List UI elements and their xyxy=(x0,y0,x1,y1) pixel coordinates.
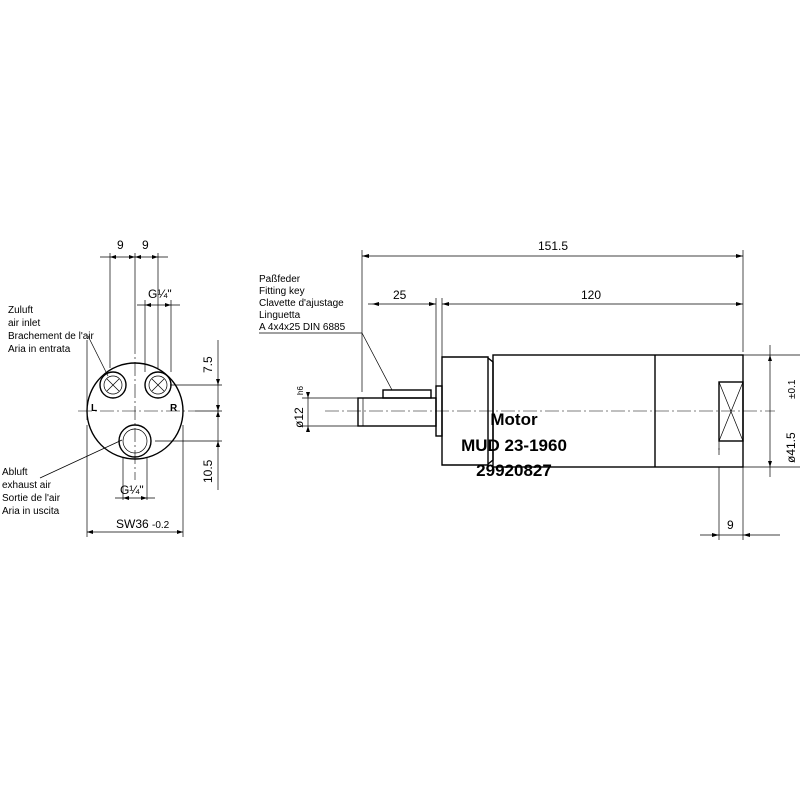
inlet-line-4: Aria in entrata xyxy=(8,344,71,355)
dim-thread-bottom: G¼" xyxy=(115,457,155,500)
key-line-4: Linguetta xyxy=(259,310,301,321)
thread-top: G¼" xyxy=(148,287,172,301)
output-shaft xyxy=(357,397,437,427)
side-view: 151.5 25 120 9 xyxy=(259,239,800,540)
rear-hex-socket xyxy=(718,381,744,442)
exhaust-line-2: exhaust air xyxy=(2,480,52,491)
inlet-line-2: air inlet xyxy=(8,318,40,329)
dim-wrench: SW36 -0.2 xyxy=(86,340,184,537)
label-l: L xyxy=(91,403,97,414)
key-line-5: A 4x4x25 DIN 6885 xyxy=(259,322,346,333)
inlet-line-1: Zuluft xyxy=(8,305,33,316)
port-right xyxy=(144,371,172,399)
dim-total-length: 151.5 xyxy=(361,239,744,392)
exhaust-line-1: Abluft xyxy=(2,467,28,478)
dim-7-5: 7.5 xyxy=(201,356,215,373)
key-line-1: Paßfeder xyxy=(259,274,301,285)
dim-body-diameter: ø41.5 ±0.1 xyxy=(743,345,800,477)
dim-9-9: 9 9 xyxy=(100,238,168,368)
dim-25: 25 xyxy=(393,288,407,302)
dim-10-5: 10.5 xyxy=(201,459,215,483)
dim-vertical: 7.5 10.5 xyxy=(155,340,222,490)
thread-bottom: G¼" xyxy=(120,483,144,497)
port-exhaust xyxy=(118,424,152,458)
dim-151-5: 151.5 xyxy=(538,239,568,253)
dim-9-right: 9 xyxy=(142,238,149,252)
dim-key-length: 25 xyxy=(368,288,437,386)
end-view: L R 9 9 G¼" xyxy=(2,238,222,537)
title-block: Motor MUD 23-1960 29920827 xyxy=(461,410,567,480)
key-label: Paßfeder Fitting key Clavette d'ajustage… xyxy=(259,274,393,391)
dim-thread-top: G¼" xyxy=(137,287,180,372)
dim-body-length: 120 xyxy=(441,288,743,357)
dim-9-left: 9 xyxy=(117,238,124,252)
port-left xyxy=(99,371,127,399)
key-line-2: Fitting key xyxy=(259,286,305,297)
exhaust-line-3: Sortie de l'air xyxy=(2,493,61,504)
dim-rear-socket: 9 xyxy=(700,441,780,540)
title-line-2: MUD 23-1960 xyxy=(461,436,567,455)
inlet-label: Zuluft air inlet Brachement de l'air Ari… xyxy=(8,305,109,377)
exhaust-label: Abluft exhaust air Sortie de l'air Aria … xyxy=(2,439,123,517)
dim-9-rear: 9 xyxy=(727,518,734,532)
inlet-line-3: Brachement de l'air xyxy=(8,331,95,342)
exhaust-line-4: Aria in uscita xyxy=(2,506,60,517)
front-housing xyxy=(441,356,489,466)
dim-shaft-diameter: ø12 h6 xyxy=(292,386,358,432)
dim-shaft-tolerance: h6 xyxy=(296,386,305,395)
wrench-tolerance: -0.2 xyxy=(152,520,170,531)
title-line-3: 29920827 xyxy=(476,461,552,480)
wrench-size: SW36 xyxy=(116,517,149,531)
key-line-3: Clavette d'ajustage xyxy=(259,298,344,309)
title-line-1: Motor xyxy=(490,410,538,429)
fitting-key xyxy=(382,389,432,399)
dim-diameter: ø41.5 xyxy=(784,432,798,463)
dim-shaft: ø12 xyxy=(292,407,306,428)
label-r: R xyxy=(170,403,178,414)
dim-120: 120 xyxy=(581,288,601,302)
dim-diameter-tolerance: ±0.1 xyxy=(787,379,798,399)
